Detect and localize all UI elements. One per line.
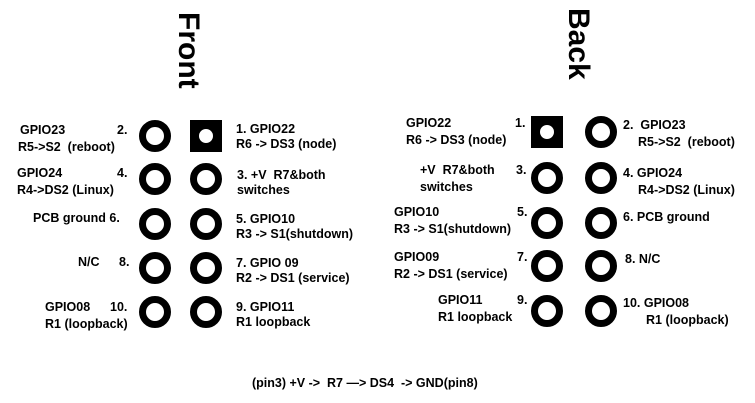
back-label-10-line2: R1 (loopback): [646, 313, 729, 327]
front-pin-4: [139, 163, 171, 195]
back-pin-7: [531, 250, 563, 282]
line: 5. GPIO10: [236, 212, 296, 226]
front-label-10-num: 10.: [110, 300, 128, 314]
back-label-7-num: 7.: [517, 250, 528, 264]
front-label-7: 7. GPIO 09 R2 -> DS1 (service): [236, 256, 350, 286]
back-pin-6: [585, 207, 617, 239]
line: 7. GPIO 09: [236, 256, 299, 270]
back-label-5-num: 5.: [517, 205, 528, 219]
front-pin-9: [190, 296, 222, 328]
front-label-2-name: GPIO23: [20, 123, 66, 137]
line: R1 loopback: [236, 315, 311, 329]
front-pin-8: [139, 252, 171, 284]
front-title: Front: [172, 12, 205, 89]
line: 1. GPIO22: [236, 122, 296, 136]
line: R2 -> DS1 (service): [236, 271, 350, 285]
back-label-3-num: 3.: [516, 163, 527, 177]
front-label-4-sub: R4->DS2 (Linux): [17, 183, 114, 197]
back-pin-1-square: [531, 116, 563, 148]
back-label-2-line2: R5->S2 (reboot): [638, 135, 735, 149]
back-pin-3: [531, 162, 563, 194]
footer-note: (pin3) +V -> R7 —> DS4 -> GND(pin8): [252, 376, 478, 390]
pin-ring: [192, 122, 220, 150]
back-pin-9: [531, 295, 563, 327]
front-label-2-num: 2.: [117, 123, 128, 137]
back-label-4-line1: 4. GPIO24: [623, 166, 683, 180]
back-title: Back: [562, 8, 595, 80]
back-pin-4: [585, 162, 617, 194]
back-label-8: 8. N/C: [625, 252, 661, 266]
back-pin-8: [585, 250, 617, 282]
back-label-7-name: GPIO09: [394, 250, 440, 264]
back-pin-2: [585, 116, 617, 148]
front-label-10-name: GPIO08: [45, 300, 91, 314]
line: R3 -> S1(shutdown): [236, 227, 354, 241]
front-pin-5: [190, 208, 222, 240]
front-pin-10: [139, 296, 171, 328]
front-label-8-name: N/C: [78, 255, 100, 269]
front-label-6: PCB ground 6.: [33, 211, 120, 225]
front-label-1: 1. GPIO22 R6 -> DS3 (node): [236, 122, 336, 152]
back-label-1-num: 1.: [515, 116, 526, 130]
line: R6 -> DS3 (node): [236, 137, 337, 151]
front-label-9: 9. GPIO11 R1 loopback: [236, 300, 310, 330]
front-label-3: 3. +V R7&both switches: [237, 168, 326, 198]
back-pin-5: [531, 207, 563, 239]
line: 3. +V R7&both: [237, 168, 326, 182]
pin-ring: [533, 118, 561, 146]
back-label-2-line1: 2. GPIO23: [623, 118, 686, 132]
back-label-3-sub: switches: [420, 180, 473, 194]
back-label-5-name: GPIO10: [394, 205, 440, 219]
back-label-4-line2: R4->DS2 (Linux): [638, 183, 735, 197]
back-label-1-name: GPIO22: [406, 116, 452, 130]
back-label-9-name: GPIO11: [438, 293, 483, 307]
front-label-5: 5. GPIO10 R3 -> S1(shutdown): [236, 212, 353, 242]
front-label-4-name: GPIO24: [17, 166, 63, 180]
back-label-6: 6. PCB ground: [623, 210, 710, 224]
front-pin-7: [190, 252, 222, 284]
line: switches: [237, 183, 290, 197]
back-label-7-sub: R2 -> DS1 (service): [394, 267, 508, 281]
back-label-10-line1: 10. GPIO08: [623, 296, 690, 310]
front-label-4-num: 4.: [117, 166, 128, 180]
front-pin-2: [139, 120, 171, 152]
front-pin-6: [139, 208, 171, 240]
front-pin-1-square: [190, 120, 222, 152]
line: 9. GPIO11: [236, 300, 295, 314]
front-label-2-sub: R5->S2 (reboot): [18, 140, 115, 154]
front-label-10-sub: R1 (loopback): [45, 317, 128, 331]
back-pin-10: [585, 295, 617, 327]
back-label-5-sub: R3 -> S1(shutdown): [394, 222, 512, 236]
back-label-1-sub: R6 -> DS3 (node): [406, 133, 507, 147]
front-pin-3: [190, 163, 222, 195]
back-label-9-num: 9.: [517, 293, 528, 307]
back-label-9-sub: R1 loopback: [438, 310, 513, 324]
front-label-8-num: 8.: [119, 255, 130, 269]
back-label-3-name: +V R7&both: [420, 163, 495, 177]
